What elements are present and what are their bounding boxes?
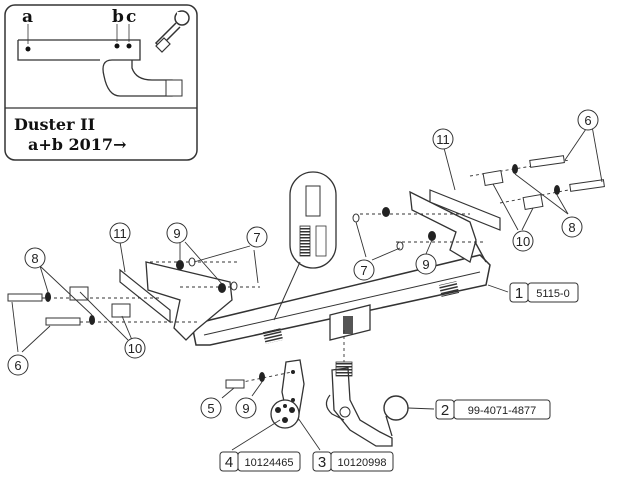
right-fasteners — [352, 155, 605, 251]
tow-ball — [383, 395, 409, 421]
nut-right-upper — [382, 207, 390, 217]
part-3-code: 10120998 — [338, 457, 387, 469]
washer-right-lower — [554, 185, 560, 195]
spacer-left-lower — [111, 303, 131, 318]
part-2-number: 2 — [441, 402, 449, 419]
part-4-number: 4 — [225, 454, 233, 471]
inset-hole-c — [126, 43, 132, 49]
callout-9-right-label: 9 — [422, 257, 429, 272]
callout-7-right: 7 — [353, 259, 375, 281]
part-1-code: 5115-0 — [536, 288, 569, 300]
part-2-code: 99-4071-4877 — [468, 405, 537, 417]
electrical-socket — [270, 399, 300, 429]
callout-6-right-label: 6 — [584, 113, 591, 128]
callout-10-right: 10 — [512, 230, 534, 252]
nut-left-lower — [218, 283, 226, 293]
inset-bolt-end — [165, 79, 183, 97]
callout-5-label: 5 — [207, 401, 214, 416]
bolt-left-upper — [7, 293, 43, 302]
callout-8-left: 8 — [24, 247, 46, 269]
callout-8-right: 8 — [561, 216, 583, 238]
right-side-bracket — [409, 189, 501, 263]
inset-bracket-outline — [18, 39, 173, 97]
callout-8-left-label: 8 — [31, 251, 38, 266]
callout-8-right-label: 8 — [568, 220, 575, 235]
callout-7-right-label: 7 — [360, 263, 367, 278]
callout-10-left-label: 10 — [128, 341, 142, 356]
inset-model-years: a+b 2017→ — [28, 135, 126, 154]
part-box-3: 3 10120998 — [312, 451, 394, 472]
nut-right-lower — [428, 231, 436, 241]
inset-panel: a b c Duster II a+b 2017→ — [4, 4, 198, 161]
inset-letter-c: c — [126, 7, 136, 27]
bolt-right-lower — [569, 179, 605, 192]
wrench-icon — [154, 10, 190, 53]
callout-6-left-label: 6 — [14, 358, 21, 373]
washer-right-upper — [512, 164, 518, 174]
inset-letter-a: a — [22, 7, 33, 27]
inset-model-name: Duster II — [14, 115, 95, 134]
leader-lines — [11, 125, 603, 451]
part-3-number: 3 — [318, 454, 326, 471]
callout-9-bottom-label: 9 — [242, 401, 249, 416]
socket-fasteners — [225, 371, 293, 389]
bolt-right-upper — [529, 155, 565, 168]
nut-left-upper — [176, 260, 184, 270]
part-4-code: 10124465 — [245, 457, 294, 469]
callout-10-right-label: 10 — [516, 234, 530, 249]
callout-9-left: 9 — [166, 222, 188, 244]
bolt-left-lower — [45, 317, 81, 326]
callout-11-right-label: 11 — [436, 132, 450, 147]
callout-11-left-label: 11 — [113, 226, 127, 241]
callout-9-right: 9 — [415, 253, 437, 275]
bolt-socket — [225, 379, 245, 389]
callout-11-left: 11 — [109, 222, 131, 244]
inset-hole-b — [114, 43, 120, 49]
spacer-right-upper — [482, 169, 504, 187]
towbar-crossbeam — [189, 239, 491, 346]
part-1-number: 1 — [515, 285, 523, 302]
callout-6-right: 6 — [577, 109, 599, 131]
part-box-2: 2 99-4071-4877 — [435, 399, 551, 420]
callout-9-bottom: 9 — [235, 397, 257, 419]
part-box-1: 1 5115-0 — [509, 282, 579, 303]
callout-6-left: 6 — [7, 354, 29, 376]
detachable-ball-neck — [325, 330, 409, 447]
detail-magnifier — [273, 171, 337, 321]
callout-7-left: 7 — [246, 226, 268, 248]
callout-7-left-label: 7 — [253, 230, 260, 245]
spacer-left-upper — [69, 286, 89, 301]
callout-11-right: 11 — [432, 128, 454, 150]
inset-hole-a — [25, 46, 31, 52]
part-box-4: 4 10124465 — [219, 451, 301, 472]
washer-left-upper — [45, 292, 51, 302]
callout-10-left: 10 — [124, 337, 146, 359]
nut-socket — [259, 372, 265, 382]
left-side-bracket — [119, 261, 233, 341]
callout-5: 5 — [200, 397, 222, 419]
spacer-right-lower — [522, 193, 544, 211]
washer-left-lower — [89, 315, 95, 325]
inset-letter-b: b — [112, 7, 124, 27]
callout-9-left-label: 9 — [173, 226, 180, 241]
